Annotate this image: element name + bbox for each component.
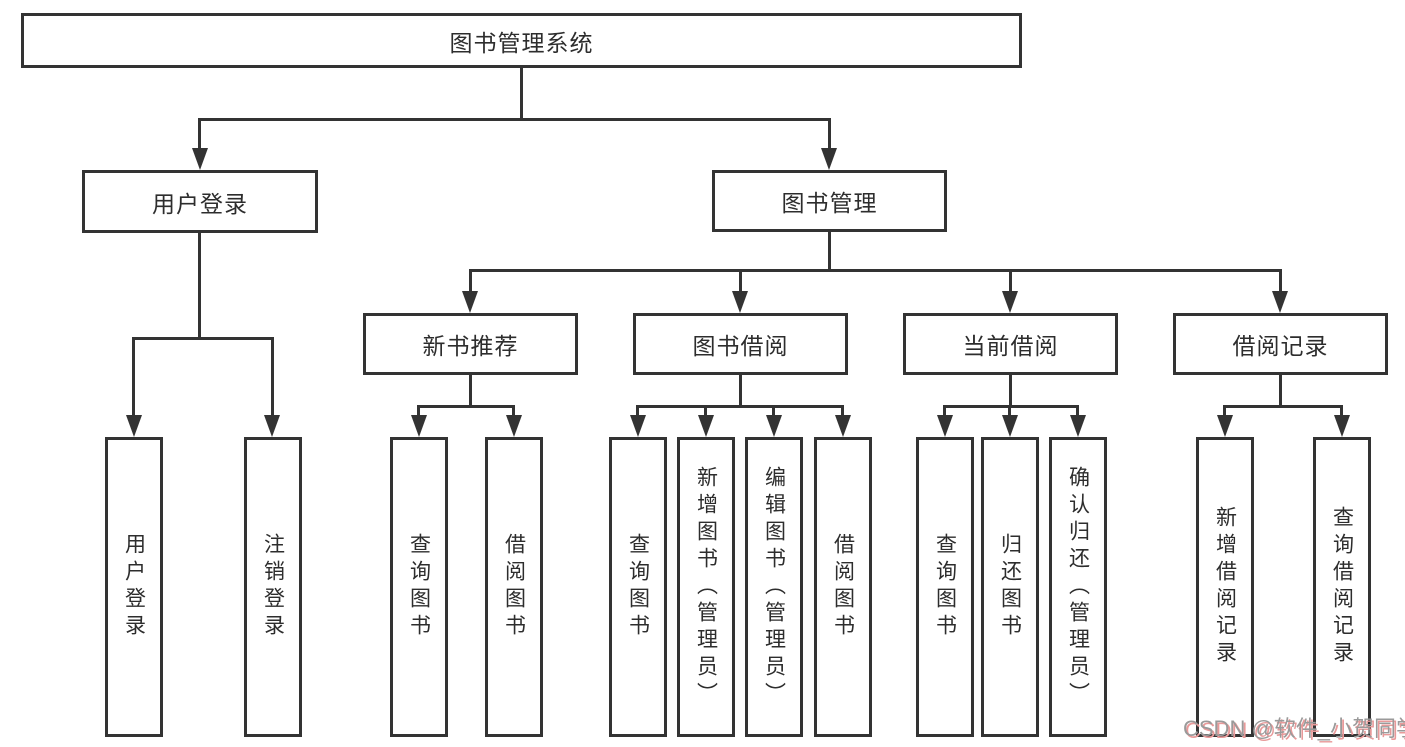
node-current-borrowing: 当前借阅 bbox=[903, 313, 1118, 375]
connector-line bbox=[1340, 405, 1343, 417]
leaf-borrow-book-recommend: 借阅图书 bbox=[485, 437, 543, 737]
connector-rail bbox=[132, 337, 274, 340]
connector-line bbox=[512, 405, 515, 417]
node-user-login: 用户登录 bbox=[82, 170, 318, 233]
arrowhead-down-icon bbox=[126, 415, 142, 437]
connector-line bbox=[469, 375, 472, 407]
leaf-add-borrow-record: 新增借阅记录 bbox=[1196, 437, 1254, 737]
arrowhead-down-icon bbox=[192, 148, 208, 170]
node-label: 注销登录 bbox=[261, 533, 285, 641]
leaf-return-book: 归还图书 bbox=[981, 437, 1039, 737]
connector-rail bbox=[198, 118, 831, 121]
node-label: 新书推荐 bbox=[422, 333, 519, 359]
connector-rail bbox=[943, 405, 1079, 408]
arrowhead-down-icon bbox=[264, 415, 280, 437]
node-label: 用户登录 bbox=[152, 190, 248, 217]
node-label: 编辑图书（管理员） bbox=[762, 465, 786, 709]
node-label: 新增图书（管理员） bbox=[694, 465, 718, 709]
leaf-borrow-book: 借阅图书 bbox=[814, 437, 872, 737]
arrowhead-down-icon bbox=[506, 415, 522, 437]
node-label: 当前借阅 bbox=[962, 333, 1059, 359]
connector-line bbox=[417, 405, 420, 417]
node-label: 新增借阅记录 bbox=[1213, 506, 1237, 668]
arrowhead-down-icon bbox=[1002, 415, 1018, 437]
node-label: 确认归还（管理员） bbox=[1066, 465, 1090, 709]
connector-line bbox=[772, 405, 775, 417]
leaf-query-book-recommend: 查询图书 bbox=[390, 437, 448, 737]
node-label: 用户登录 bbox=[122, 533, 146, 641]
node-book-management: 图书管理 bbox=[712, 170, 947, 232]
arrowhead-down-icon bbox=[766, 415, 782, 437]
connector-line bbox=[1009, 375, 1012, 407]
arrowhead-down-icon bbox=[732, 291, 748, 313]
node-label: 查询图书 bbox=[626, 533, 650, 641]
connector-line bbox=[1009, 269, 1012, 293]
connector-rail bbox=[1223, 405, 1343, 408]
node-label: 借阅图书 bbox=[502, 533, 526, 641]
connector-line bbox=[198, 233, 201, 339]
connector-line bbox=[520, 68, 523, 120]
arrowhead-down-icon bbox=[462, 291, 478, 313]
node-label: 查询图书 bbox=[407, 533, 431, 641]
csdn-watermark: CSDN @软件_小贺同学 bbox=[1183, 716, 1405, 741]
node-new-book-recommend: 新书推荐 bbox=[363, 313, 578, 375]
connector-rail bbox=[417, 405, 515, 408]
connector-line bbox=[704, 405, 707, 417]
node-label: 图书借阅 bbox=[692, 333, 789, 359]
arrowhead-down-icon bbox=[1217, 415, 1233, 437]
connector-line bbox=[739, 269, 742, 293]
node-label: 图书管理 bbox=[781, 190, 878, 216]
connector-line bbox=[636, 405, 639, 417]
node-label: 图书管理系统 bbox=[449, 29, 594, 56]
node-label: 借阅图书 bbox=[831, 533, 855, 641]
node-book-borrowing: 图书借阅 bbox=[633, 313, 848, 375]
arrowhead-down-icon bbox=[821, 148, 837, 170]
leaf-query-borrow-record: 查询借阅记录 bbox=[1313, 437, 1371, 737]
connector-line bbox=[271, 337, 274, 417]
node-borrow-records: 借阅记录 bbox=[1173, 313, 1388, 375]
node-label: 查询借阅记录 bbox=[1330, 506, 1354, 668]
connector-line bbox=[1279, 269, 1282, 293]
arrowhead-down-icon bbox=[1070, 415, 1086, 437]
connector-line bbox=[198, 118, 201, 150]
node-label: 借阅记录 bbox=[1232, 333, 1329, 359]
connector-line bbox=[943, 405, 946, 417]
connector-line bbox=[1008, 405, 1011, 417]
connector-line bbox=[841, 405, 844, 417]
connector-line bbox=[828, 118, 831, 150]
leaf-query-book-current: 查询图书 bbox=[916, 437, 974, 737]
connector-line bbox=[1223, 405, 1226, 417]
node-label: 查询图书 bbox=[933, 533, 957, 641]
leaf-query-book-borrowing: 查询图书 bbox=[609, 437, 667, 737]
leaf-logout-login: 注销登录 bbox=[244, 437, 302, 737]
arrowhead-down-icon bbox=[1272, 291, 1288, 313]
arrowhead-down-icon bbox=[698, 415, 714, 437]
connector-line bbox=[739, 375, 742, 407]
arrowhead-down-icon bbox=[411, 415, 427, 437]
connector-line bbox=[132, 337, 135, 417]
connector-line bbox=[1279, 375, 1282, 407]
arrowhead-down-icon bbox=[1334, 415, 1350, 437]
arrowhead-down-icon bbox=[630, 415, 646, 437]
leaf-edit-book-admin: 编辑图书（管理员） bbox=[745, 437, 803, 737]
arrowhead-down-icon bbox=[937, 415, 953, 437]
connector-line bbox=[469, 269, 472, 293]
leaf-confirm-return-admin: 确认归还（管理员） bbox=[1049, 437, 1107, 737]
connector-rail bbox=[636, 405, 844, 408]
connector-line bbox=[828, 232, 831, 271]
node-label: 归还图书 bbox=[998, 533, 1022, 641]
arrowhead-down-icon bbox=[1002, 291, 1018, 313]
leaf-add-book-admin: 新增图书（管理员） bbox=[677, 437, 735, 737]
connector-rail bbox=[469, 269, 1282, 272]
connector-line bbox=[1076, 405, 1079, 417]
node-root-library-system: 图书管理系统 bbox=[21, 13, 1022, 68]
leaf-user-login: 用户登录 bbox=[105, 437, 163, 737]
arrowhead-down-icon bbox=[835, 415, 851, 437]
